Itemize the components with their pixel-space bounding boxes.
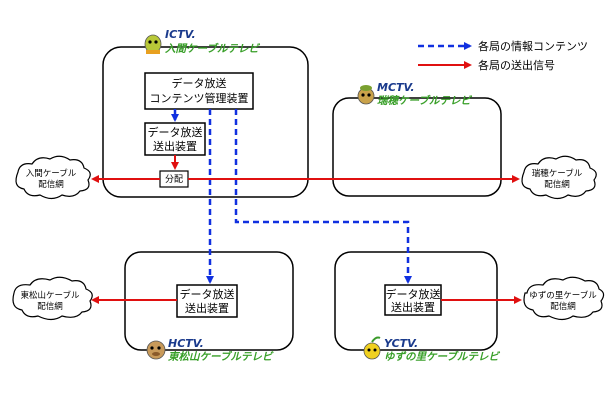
legend-content-label: 各局の情報コンテンツ [478,39,588,53]
ictv-sender-line2: 送出装置 [153,139,197,153]
mctv-code: MCTV. [377,81,415,94]
signal-lines [91,155,522,304]
content-lines [171,109,412,284]
yctv-sender-device: データ放送 送出装置 [384,284,442,316]
higashimatsuyama-network-cloud: 東松山ケーブル 配信網 [12,276,93,321]
yctv-label: YCTV. ゆずの里ケーブルテレビ [363,336,500,363]
mizuho-network-line1: 瑞穂ケーブル [532,168,583,179]
splitter-label: 分配 [165,174,183,185]
mctv-mascot-icon [357,85,375,105]
ictv-sender-device: データ放送 送出装置 [144,122,206,156]
iruma-network-line2: 配信網 [38,179,64,190]
splitter-box: 分配 [159,170,189,188]
legend: 各局の情報コンテンツ 各局の送出信号 [418,39,588,72]
mctv-name: 瑞穂ケーブルテレビ [377,94,472,107]
management-line2: コンテンツ管理装置 [150,91,249,105]
content-to-yctv-sender [234,109,412,284]
ictv-mascot-icon [144,34,162,54]
hctv-mascot-icon [146,340,166,360]
higashimatsuyama-network-line2: 配信網 [37,301,63,312]
hctv-sender-device: データ放送 送出装置 [176,284,238,318]
legend-signal-label: 各局の送出信号 [478,58,555,72]
ictv-code: ICTV. [165,28,196,41]
mizuho-network-line2: 配信網 [544,179,570,190]
management-line1: データ放送 [172,76,227,90]
iruma-network-line1: 入間ケーブル [26,168,77,179]
mizuho-network-cloud: 瑞穂ケーブル 配信網 [521,155,597,200]
hctv-sender-line1: データ放送 [180,287,235,301]
mctv-station-box [332,97,502,197]
yctv-name: ゆずの里ケーブルテレビ [384,350,500,363]
yuzunosato-network-line1: ゆずの里ケーブル [529,290,597,301]
hctv-name: 東松山ケーブルテレビ [168,350,274,363]
ictv-station-box [102,46,309,198]
yctv-sender-line2: 送出装置 [391,300,435,314]
ictv-label: ICTV. 入間ケーブルテレビ [144,28,260,55]
higashimatsuyama-network-line1: 東松山ケーブル [21,290,80,301]
iruma-network-cloud: 入間ケーブル 配信網 [15,155,91,200]
ictv-name: 入間ケーブルテレビ [165,42,260,55]
yuzunosato-network-cloud: ゆずの里ケーブル 配信網 [523,276,605,321]
hctv-label: HCTV. 東松山ケーブルテレビ [146,337,274,363]
yctv-sender-line1: データ放送 [386,287,441,301]
hctv-sender-line2: 送出装置 [185,301,229,315]
yuzunosato-network-line2: 配信網 [550,301,576,312]
hctv-code: HCTV. [168,337,204,350]
mctv-label: MCTV. 瑞穂ケーブルテレビ [357,81,472,107]
yctv-mascot-icon [363,336,381,360]
management-device: データ放送 コンテンツ管理装置 [144,72,254,110]
ictv-sender-line1: データ放送 [148,125,203,139]
yctv-code: YCTV. [384,337,418,350]
